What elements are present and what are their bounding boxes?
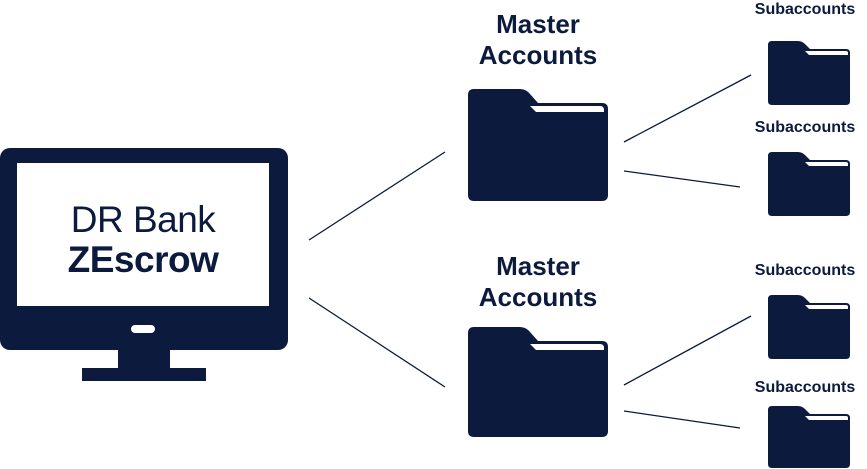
connector-master-2-to-sub-1 [623,315,752,386]
bank-name: DR Bank [70,199,216,240]
monitor-icon [0,148,288,381]
master-label-line1: Master [496,9,580,39]
subaccounts-label-3: Subaccounts [754,262,856,279]
master-accounts-label-2: Master Accounts [448,251,628,313]
master-label-line2: Accounts [478,40,598,70]
connector-master-1-to-sub-1 [623,74,752,143]
master-folder-icon-1 [468,89,608,201]
subaccount-folder-icon-1 [768,41,850,105]
connector-computer-to-master-2 [308,297,446,388]
subaccounts-label-2: Subaccounts [754,119,856,136]
master-accounts-label-1: Master Accounts [448,9,628,71]
master-folder-icon-2 [468,327,608,437]
subaccount-folder-icon-4 [768,406,850,468]
connector-computer-to-master-1 [308,151,446,241]
subaccounts-label-1: Subaccounts [754,1,856,18]
master-label-line2: Accounts [478,282,598,312]
product-name: ZEscrow [67,239,219,280]
subaccount-folder-icon-2 [768,152,850,216]
connector-master-1-to-sub-2 [623,170,741,188]
master-label-line1: Master [496,251,580,281]
connector-master-2-to-sub-2 [623,410,741,429]
subaccount-folder-icon-3 [768,295,850,359]
computer-screen-label: DR Bank ZEscrow [17,200,269,280]
subaccounts-label-4: Subaccounts [754,379,856,396]
